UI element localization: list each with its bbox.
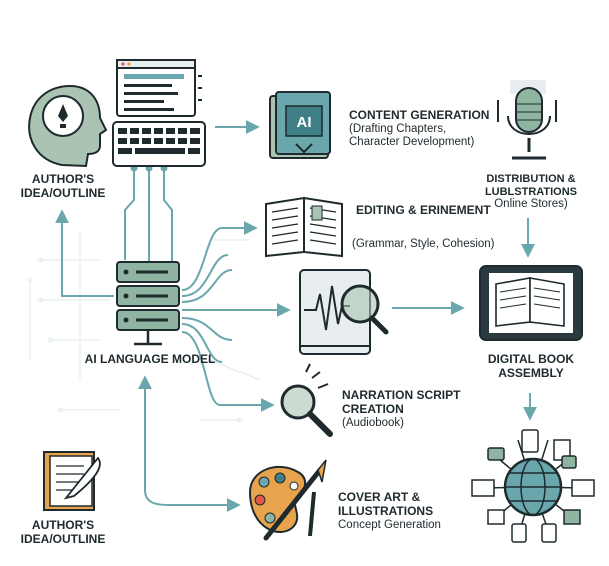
open-book-icon: [265, 196, 343, 258]
arrow-model-to-narration: [181, 331, 275, 412]
ai-model-label: AI LANGUAGE MODEL: [84, 352, 216, 366]
palette-brush-icon: [248, 459, 327, 541]
editing-label: EDITING & ERINEMENT: [356, 203, 491, 217]
arrow-model-to-editing: [181, 221, 258, 291]
server-icon: [116, 261, 180, 346]
audio-wave-magnifier-icon: [299, 269, 389, 355]
wire-4: [181, 254, 229, 297]
monitor-keyboard-icon: [112, 59, 206, 167]
author-bottom-label: AUTHOR'S IDEA/OUTLINE: [20, 518, 106, 546]
wire-1: [124, 168, 135, 260]
notepad-quill-icon: [43, 451, 101, 511]
connectors: [55, 120, 537, 512]
content-generation-label: CONTENT GENERATION (Drafting Chapters, C…: [349, 108, 490, 149]
magnifier-icon: [280, 363, 333, 437]
tablet-book-icon: [479, 265, 583, 341]
wire-6: [181, 317, 233, 341]
svg-text:AI: AI: [297, 114, 312, 131]
head-with-pen-icon: [28, 84, 108, 168]
ai-book-icon: AI: [269, 91, 331, 159]
wire-5: [181, 269, 233, 303]
editing-sub: (Grammar, Style, Cohesion): [352, 238, 495, 250]
arrow-model-to-cover: [138, 375, 241, 512]
arrow-model-to-author: [55, 209, 114, 297]
distribution-label: DISTRIBUTION & LUBLSTRATIONS Online Stor…: [484, 173, 578, 211]
globe-network-icon: [471, 429, 595, 543]
wire-3: [163, 168, 173, 262]
narration-label: NARRATION SCRIPT CREATION (Audiobook): [342, 388, 461, 429]
cover-art-label: COVER ART & ILLUSTRATIONS Concept Genera…: [338, 490, 441, 531]
microphone-icon: [497, 80, 557, 160]
author-top-label: AUTHOR'S IDEA/OUTLINE: [20, 172, 106, 200]
wire-7: [181, 323, 223, 363]
digital-book-label: DIGITAL BOOK ASSEMBLY: [487, 352, 575, 380]
